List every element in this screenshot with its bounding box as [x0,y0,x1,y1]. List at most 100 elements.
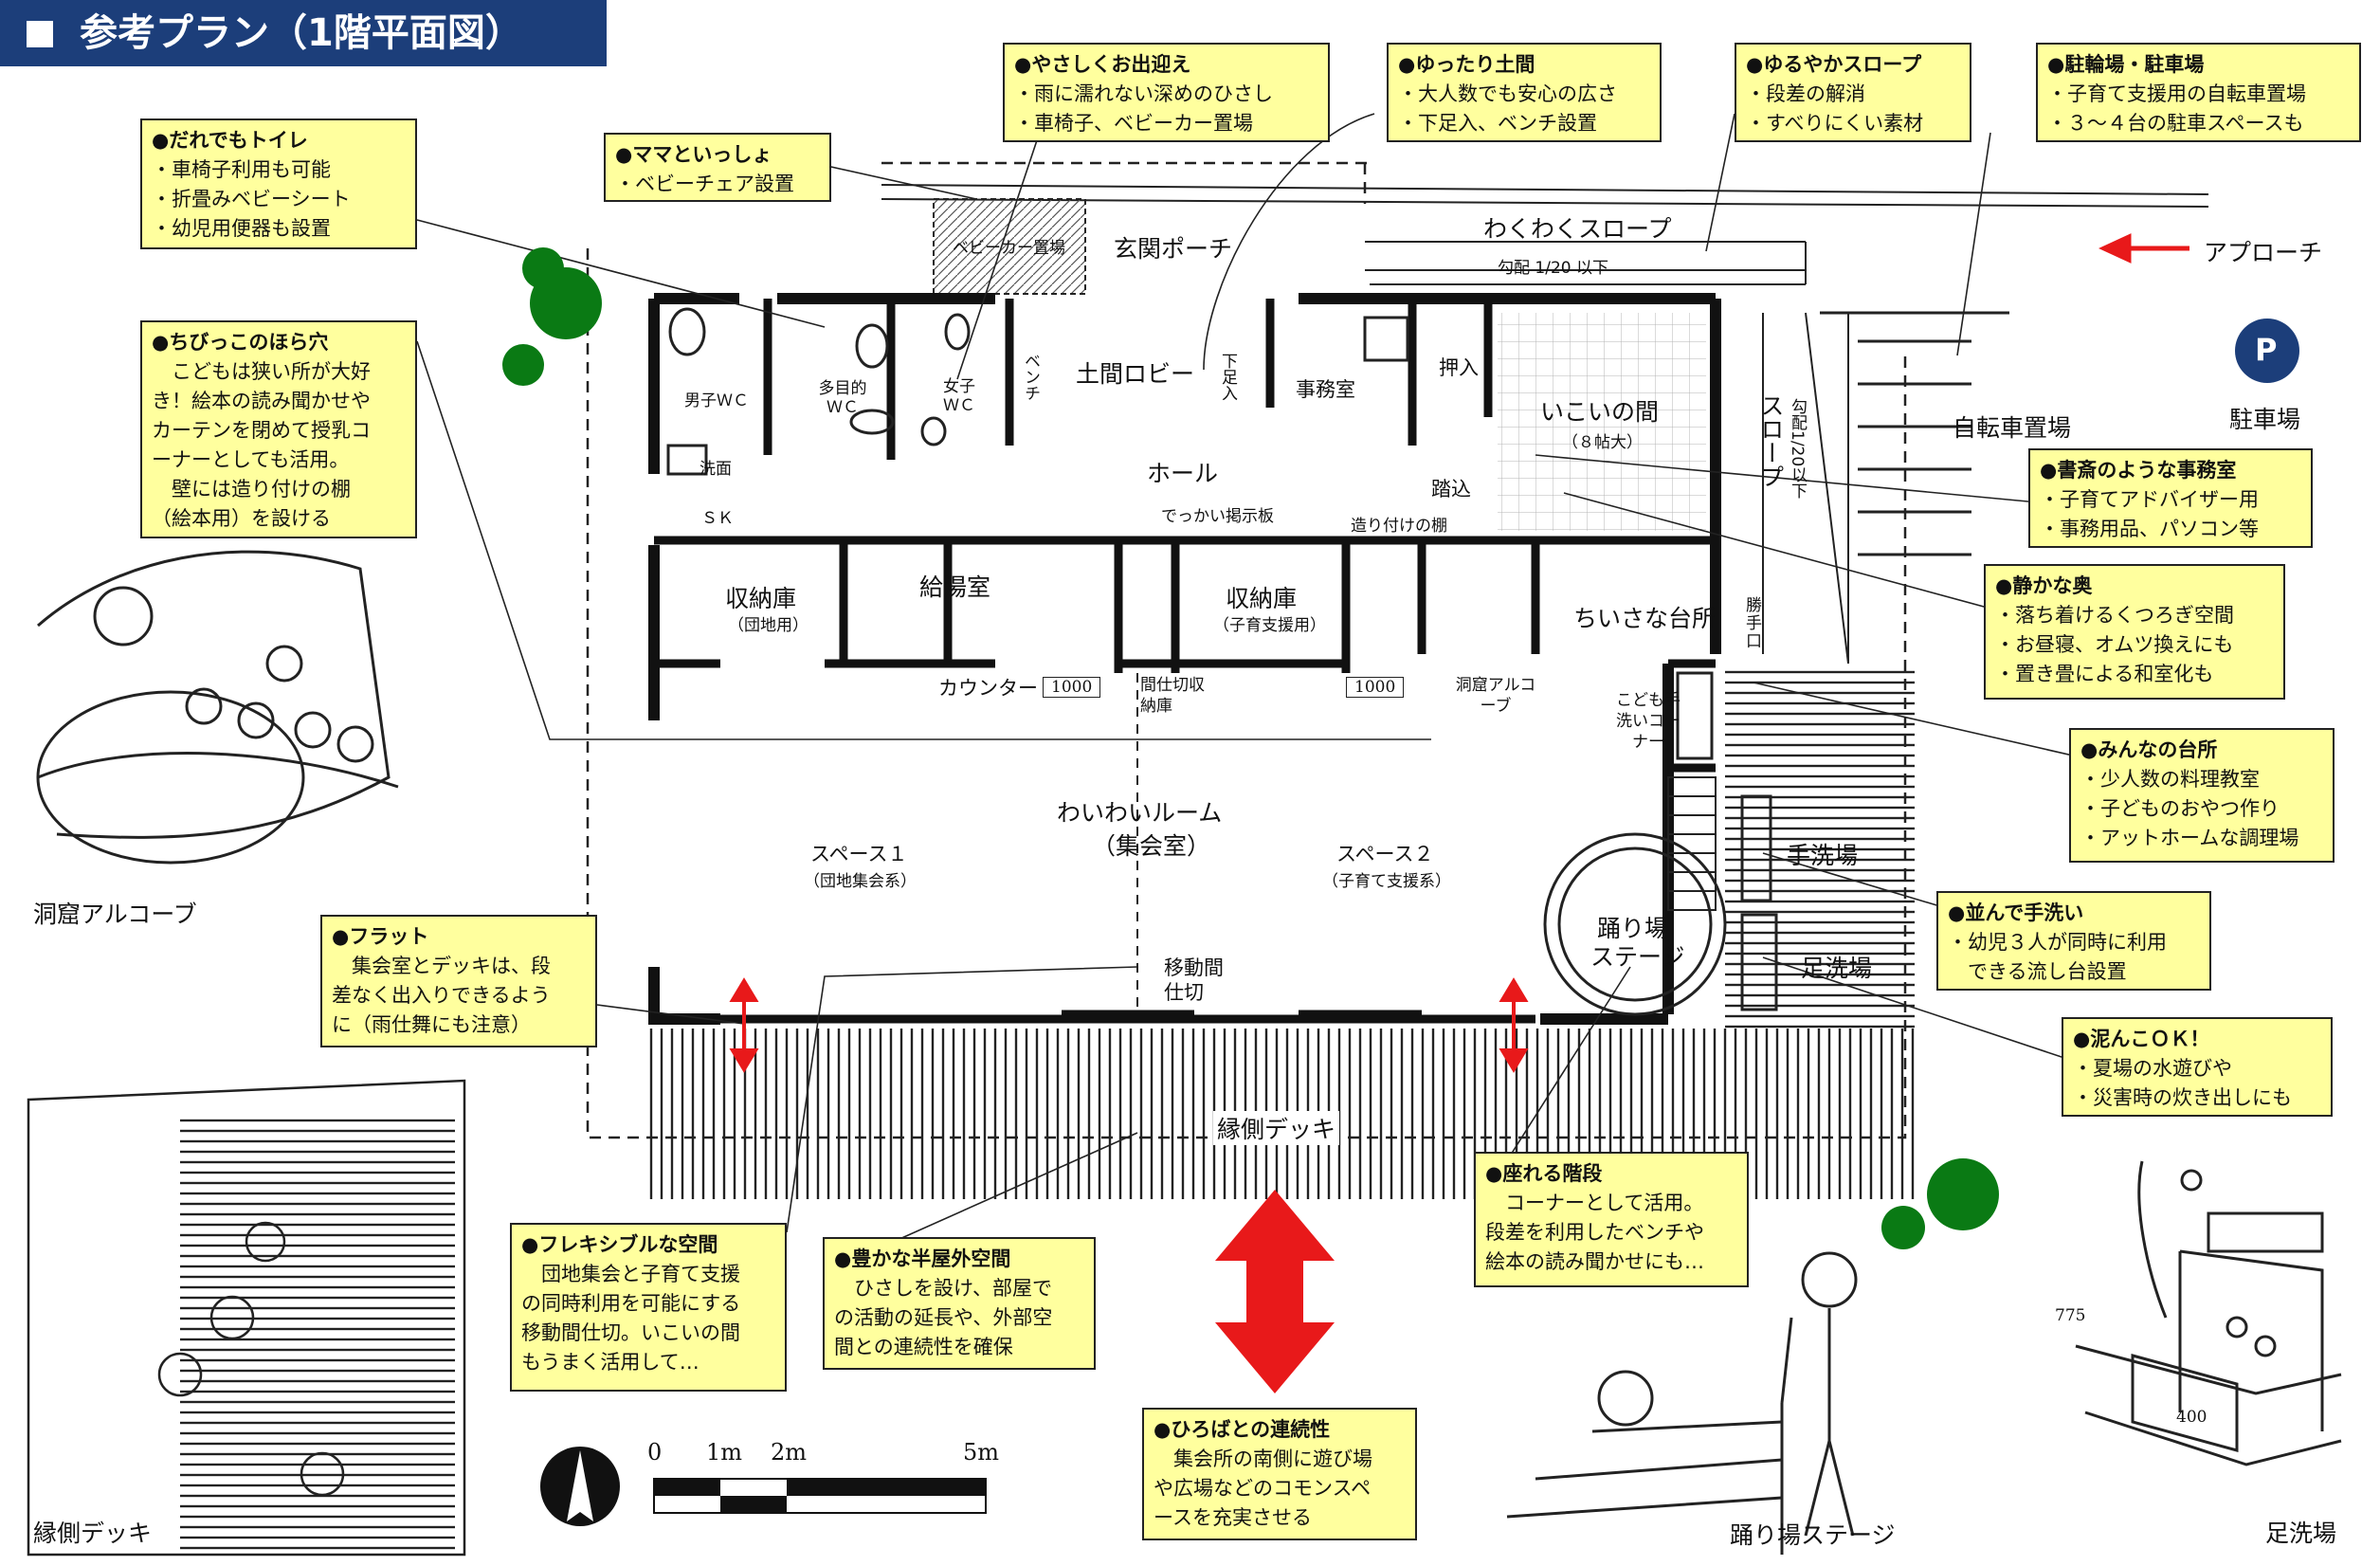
callout-line: の同時利用を可能にする [521,1292,741,1315]
label-slope-grade: 勾配 1/20 以下 [1498,259,1608,278]
callout-title: ●書斎のような事務室 [2040,459,2237,482]
callout-study-office: ●書斎のような事務室 ・子育てアドバイザー用 ・事務用品、パソコン等 [2028,448,2313,548]
label-stroller-area: ベビーカー置場 [953,239,1065,258]
callout-line: の活動の延長や、外部空 [834,1306,1053,1329]
callout-line: ・少人数の料理教室 [2080,768,2260,791]
scale-label-0: 0 [647,1439,663,1466]
callout-flexible-space: ●フレキシブルな空間 団地集会と子育て支援 の同時利用を可能にする 移動間仕切。… [510,1223,787,1392]
slope-lines [1365,242,1849,665]
callout-line: ・すべりにくい素材 [1746,112,1924,135]
callout-line: ・幼児３人が同時に利用 [1948,931,2167,954]
callout-title: ●豊かな半屋外空間 [834,1247,1011,1270]
callout-line: ースを充実させる [1154,1506,1312,1529]
callout-quiet-back: ●静かな奥 ・落ち着けるくつろぎ空間 ・お昼寝、オムツ換えにも ・置き畳による和… [1984,564,2285,700]
callout-line: できる流し台設置 [1948,960,2127,983]
interior-walls [654,299,1716,773]
callout-title: ●フラット [332,925,429,948]
callout-line: に（雨仕舞にも注意） [332,1013,531,1036]
label-counter: カウンター [938,677,1038,700]
callout-line: ・折畳みベビーシート [152,188,351,210]
cave-alcove-sketch [36,550,399,865]
callout-line: ・落ち着けるくつろぎ空間 [1995,604,2234,627]
label-parking: 駐車場 [2229,406,2301,433]
callout-line: ひさしを設け、部屋で [834,1277,1052,1300]
callout-line: ・３～４台の駐車スペースも [2047,112,2304,135]
callout-line: （絵本用）を設ける [152,507,331,530]
label-multi-wc: 多目的ＷＣ [818,379,867,417]
callout-anyone-toilet: ●だれでもトイレ ・車椅子利用も可能 ・折畳みベビーシート ・幼児用便器も設置 [140,118,417,249]
callout-title: ●ひろばとの連続性 [1154,1418,1331,1441]
callout-title: ●ちびっこのほら穴 [152,331,329,354]
label-engawa-deck: 縁側デッキ [1213,1111,1340,1145]
callout-line: ・事務用品、パソコン等 [2040,518,2259,540]
deck-edge-windows [720,1010,1535,1024]
callout-everyone-kitchen: ●みんなの台所 ・少人数の料理教室 ・子どものおやつ作り ・アットホームな調理場 [2069,728,2335,863]
label-cave-alcove: 洞窟アルコーブ [1455,676,1536,716]
callout-line: ・ベビーチェア設置 [615,173,794,195]
scale-label-1m: 1m [706,1439,743,1466]
label-moving-partition: 移動間仕切 [1164,956,1224,1004]
label-footwash: 足洗場 [1801,955,1873,982]
label-sk: ＳＫ [701,509,734,528]
callout-mud-ok: ●泥んこＯＫ！ ・夏場の水遊びや ・災害時の炊き出しにも [2062,1017,2333,1117]
stage-sketch [1506,1251,1858,1555]
label-kyuto-room: 給湯室 [919,574,991,601]
deck-sketch [27,1079,466,1557]
label-partition-storage: 間仕切収納庫 [1140,676,1205,716]
label-men-wc: 男子ＷＣ [684,392,749,410]
callout-line: ・置き畳による和室化も [1995,663,2214,685]
callout-line: 差なく出入りできるよう [332,984,551,1007]
callout-kids-cave: ●ちびっこのほら穴 こどもは狭い所が大好 き！絵本の読み聞かせや カーテンを閉め… [140,320,417,538]
label-washbasin: 洗面 [699,460,732,479]
label-waiwai-sub: （集会室） [1092,832,1211,860]
callout-line: カーテンを閉めて授乳コ [152,419,371,442]
label-step-in: 踏込 [1431,478,1471,501]
callout-line: 移動間仕切。いこいの間 [521,1321,740,1344]
footwash-sketch [2075,1160,2342,1466]
label-storage-kosodate: 収納庫 [1226,585,1298,612]
site-boundary [586,161,1907,1139]
callout-line: ・お昼寝、オムツ換えにも [1995,633,2234,656]
callout-title: ●ゆるやかスロープ [1746,53,1922,76]
label-space-2: スペース２ [1336,843,1434,865]
label-bench: ベンチ [1021,353,1040,401]
callout-title: ●座れる階段 [1485,1162,1603,1185]
callout-line: ・夏場の水遊びや [2073,1057,2232,1080]
callout-line: ・雨に濡れない深めのひさし [1014,82,1273,105]
callout-title: ●ママといっしょ [615,143,772,166]
callout-line: ・子育て支援用の自転車置場 [2047,82,2306,105]
callout-title: ●だれでもトイレ [152,129,308,152]
callout-line: ・子どものおやつ作り [2080,797,2280,820]
callout-line: 壁には造り付けの棚 [152,478,351,501]
callout-line: ・段差の解消 [1746,82,1865,105]
label-dim-400: 400 [2176,1408,2207,1427]
label-back-door: 勝手口 [1746,596,1762,651]
callout-line: 集会室とデッキは、段 [332,955,551,977]
stroller-area [933,198,1086,295]
porch-canopy [881,184,2209,243]
callout-line: ・災害時の炊き出しにも [2073,1086,2292,1109]
label-shoe-box: 下足入 [1218,353,1237,401]
callout-line: ーナーとしても活用。 [152,448,350,471]
callout-line: ・下足入、ベンチ設置 [1398,112,1597,135]
stairs [1667,776,1717,911]
sinks [1676,671,1778,1011]
callout-title: ●フレキシブルな空間 [521,1233,718,1256]
label-approach: アプローチ [2204,239,2323,266]
label-dim-775: 775 [2055,1306,2086,1325]
label-small-kitchen: ちいさな台所 [1573,605,1717,632]
label-hall: ホール [1147,460,1219,487]
callout-line: 団地集会と子育て支援 [521,1263,740,1285]
toilet-fixtures [666,307,1409,476]
label-entrance-porch: 玄関ポーチ [1114,235,1233,263]
callout-line: ・車椅子利用も可能 [152,158,331,181]
callout-line: コーナーとして活用。 [1485,1192,1704,1214]
callout-line: ・幼児用便器も設置 [152,217,331,240]
label-big-board: でっかい掲示板 [1161,507,1274,526]
scale-label-2m: 2m [771,1439,808,1466]
label-counter-width-2: 1000 [1346,677,1405,698]
label-space-1-sub: （団地集会系） [804,872,917,891]
callout-line: ・子育てアドバイザー用 [2040,488,2259,511]
callout-title: ●駐輪場・駐車場 [2047,53,2205,76]
